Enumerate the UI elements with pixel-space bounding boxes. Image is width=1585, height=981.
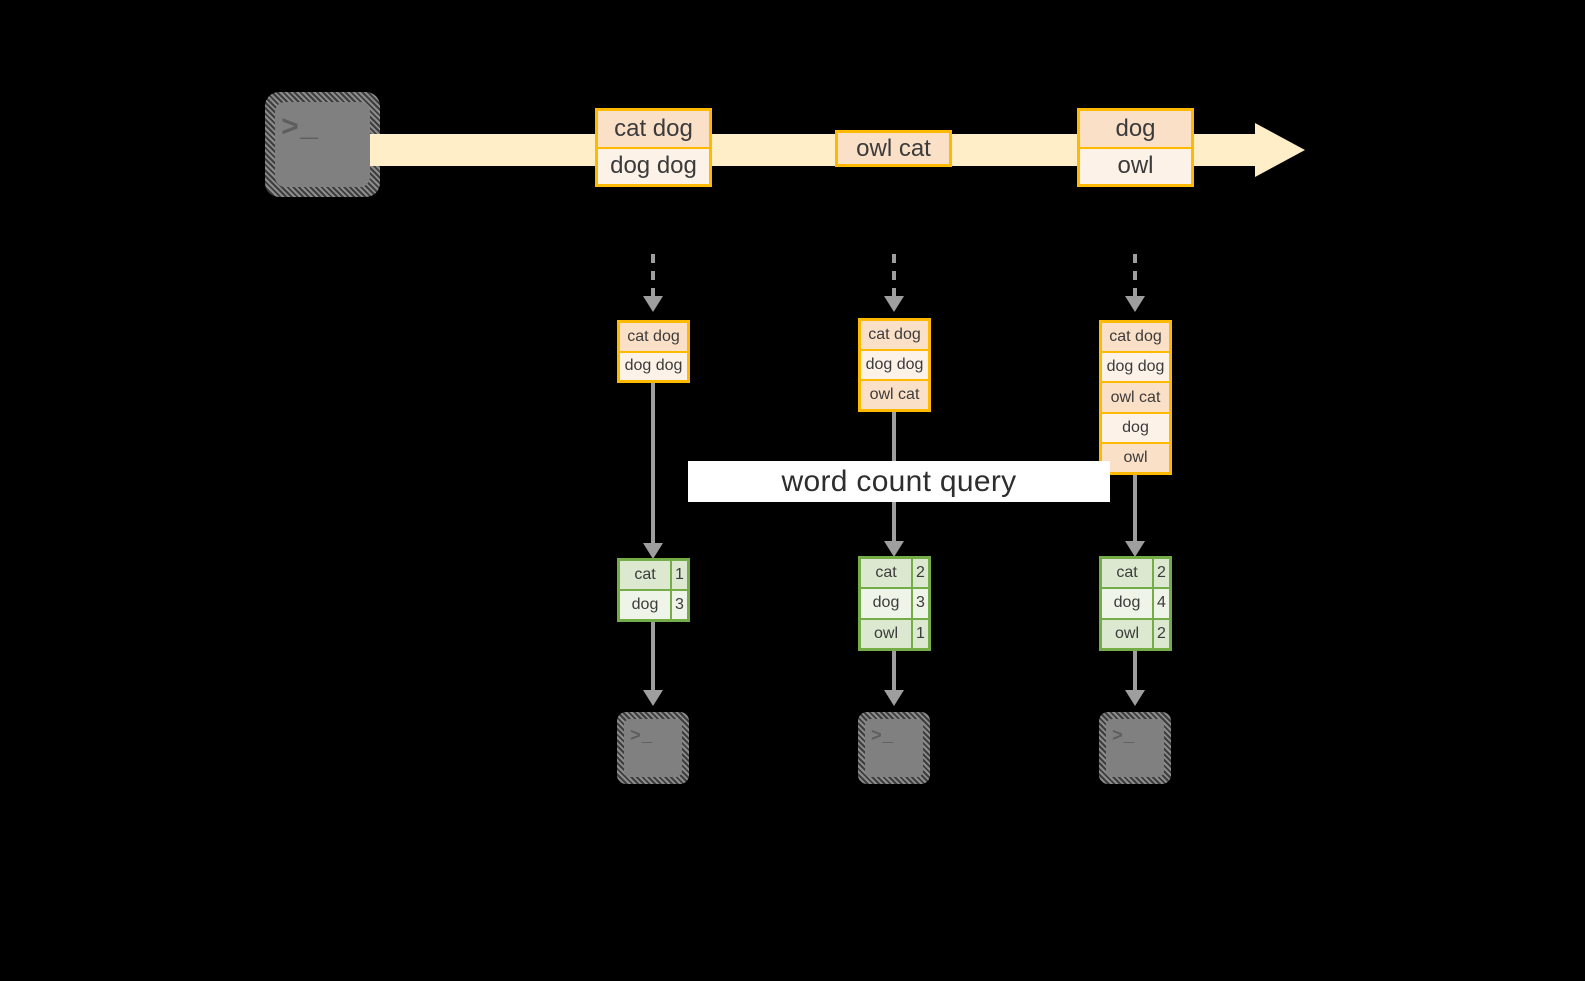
column-3-ingest-arrowhead xyxy=(1125,296,1145,312)
column-3-result-word-2: owl xyxy=(1102,619,1154,648)
column-2-accumulated-line-0: cat dog xyxy=(861,321,928,349)
column-1-accumulated-line-0: cat dog xyxy=(620,323,687,351)
column-3-accumulated-line-4: owl xyxy=(1102,441,1169,473)
table-row: cat 1 xyxy=(620,561,687,589)
stream-batch-3-line-0: dog xyxy=(1080,111,1191,147)
terminal-face xyxy=(624,719,682,777)
column-1-accumulated-line-1: dog dog xyxy=(620,350,687,380)
column-2-sink-terminal-icon: >_ xyxy=(858,712,930,784)
column-2-accumulated-box: cat dog dog dog owl cat xyxy=(858,318,931,412)
column-3-result-table: cat 2 dog 4 owl 2 xyxy=(1099,556,1172,651)
column-1-sink-line xyxy=(651,622,655,692)
column-2-accumulated-line-2: owl cat xyxy=(861,379,928,409)
terminal-face xyxy=(1106,719,1164,777)
query-caption-band: word count query xyxy=(688,461,1110,502)
table-row: cat 2 xyxy=(861,559,928,588)
column-2-sink-arrowhead xyxy=(884,690,904,706)
column-1-sink-arrowhead xyxy=(643,690,663,706)
column-1-result-word-0: cat xyxy=(620,561,672,589)
terminal-face xyxy=(275,102,370,187)
column-2-ingest-line xyxy=(892,254,896,296)
column-1-sink-terminal-icon: >_ xyxy=(617,712,689,784)
column-3-accumulated-line-0: cat dog xyxy=(1102,323,1169,352)
terminal-prompt-glyph: >_ xyxy=(281,112,320,146)
column-3-sink-arrowhead xyxy=(1125,690,1145,706)
query-caption-label: word count query xyxy=(781,464,1017,498)
terminal-prompt-glyph: >_ xyxy=(871,727,895,747)
event-stream-arrowhead xyxy=(1255,123,1305,177)
table-row: owl 2 xyxy=(1102,617,1169,648)
stream-batch-1-line-0: cat dog xyxy=(598,111,709,147)
column-3-accumulated-box: cat dog dog dog owl cat dog owl xyxy=(1099,320,1172,475)
table-row: dog 3 xyxy=(861,587,928,618)
column-2-result-count-0: 2 xyxy=(913,559,928,588)
column-3-result-word-0: cat xyxy=(1102,559,1154,588)
column-1-ingest-line xyxy=(651,254,655,296)
column-2-result-word-1: dog xyxy=(861,589,913,618)
column-1-query-arrowhead xyxy=(643,543,663,559)
column-2-result-word-2: owl xyxy=(861,619,913,648)
stream-batch-3-line-1: owl xyxy=(1080,146,1191,184)
terminal-face xyxy=(865,719,923,777)
table-row: dog 4 xyxy=(1102,587,1169,618)
column-3-result-count-1: 4 xyxy=(1154,589,1169,618)
table-row: owl 1 xyxy=(861,617,928,648)
column-3-sink-line xyxy=(1133,651,1137,692)
column-2-result-count-1: 3 xyxy=(913,589,928,618)
column-1-result-table: cat 1 dog 3 xyxy=(617,558,690,622)
stream-batch-1-line-1: dog dog xyxy=(598,146,709,184)
column-2-accumulated-line-1: dog dog xyxy=(861,349,928,379)
column-2-query-arrowhead xyxy=(884,541,904,557)
column-3-accumulated-line-1: dog dog xyxy=(1102,351,1169,382)
column-3-accumulated-line-2: owl cat xyxy=(1102,381,1169,412)
column-1-result-count-1: 3 xyxy=(672,591,687,619)
column-2-result-count-2: 1 xyxy=(913,619,928,648)
column-1-accumulated-box: cat dog dog dog xyxy=(617,320,690,383)
stream-batch-3: dog owl xyxy=(1077,108,1194,187)
table-row: dog 3 xyxy=(620,589,687,619)
column-3-accumulated-line-3: dog xyxy=(1102,411,1169,442)
terminal-prompt-glyph: >_ xyxy=(1112,727,1136,747)
column-1-result-count-0: 1 xyxy=(672,561,687,589)
stream-batch-2: owl cat xyxy=(835,130,952,167)
table-row: cat 2 xyxy=(1102,559,1169,588)
terminal-prompt-glyph: >_ xyxy=(630,727,654,747)
column-3-result-count-2: 2 xyxy=(1154,619,1169,648)
stream-batch-1: cat dog dog dog xyxy=(595,108,712,187)
column-1-ingest-arrowhead xyxy=(643,296,663,312)
column-2-result-word-0: cat xyxy=(861,559,913,588)
column-1-query-line xyxy=(651,383,655,551)
column-2-sink-line xyxy=(892,651,896,692)
column-3-query-arrowhead xyxy=(1125,541,1145,557)
column-3-ingest-line xyxy=(1133,254,1137,296)
stream-batch-2-line-0: owl cat xyxy=(838,133,949,164)
source-terminal-icon: >_ xyxy=(265,92,380,197)
column-3-result-word-1: dog xyxy=(1102,589,1154,618)
column-3-query-line xyxy=(1133,475,1137,549)
column-2-ingest-arrowhead xyxy=(884,296,904,312)
column-2-result-table: cat 2 dog 3 owl 1 xyxy=(858,556,931,651)
column-3-result-count-0: 2 xyxy=(1154,559,1169,588)
column-1-result-word-1: dog xyxy=(620,591,672,619)
column-3-sink-terminal-icon: >_ xyxy=(1099,712,1171,784)
